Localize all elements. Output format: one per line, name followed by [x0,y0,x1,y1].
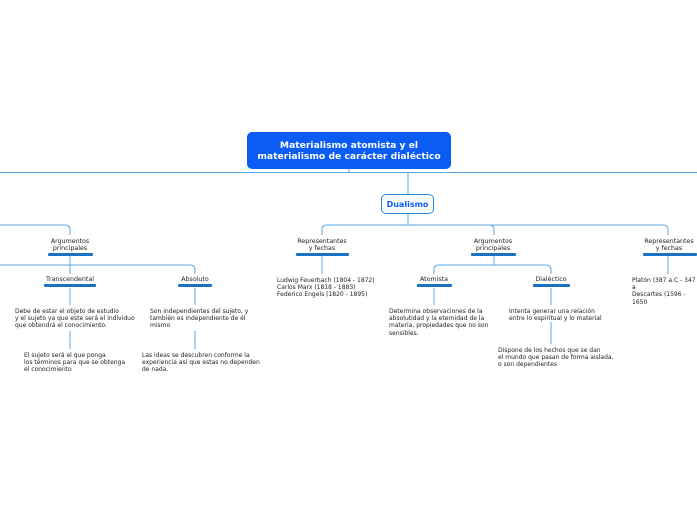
dialectico-text-2: Dispone de los hechos que se dan el mund… [498,347,614,369]
trascendental-text-2: El sujeto será el que ponga los términos… [24,352,126,374]
trascendental-underline [44,284,96,287]
left-children-connector [0,264,196,274]
absoluto-text-2: Las ideas se descubren conforme la exper… [142,352,260,374]
absoluto-topic[interactable]: Absoluto [181,276,209,283]
atomista-text: Determina observaciones de la absolutida… [389,308,489,337]
mid-argumentos-topic[interactable]: Argumentos principales [473,238,513,253]
atomista-underline [417,284,452,287]
mid-children-connector [433,264,552,274]
dialectico-topic[interactable]: Dialéctico [535,276,567,283]
dualismo-children-connector [321,224,495,235]
mid-representantes-text: Ludwig Feuerbach (1804 - 1872) Carlos Ma… [277,277,375,299]
mid-argumentos-underline [471,253,516,256]
absoluto-text-1: Son independientes del sujeto, y también… [150,308,249,330]
trascendental-topic[interactable]: Transcendental [46,276,94,283]
dualismo-topic[interactable]: Dualismo [381,194,434,214]
root-topic[interactable]: Materialismo atomista y el materialismo … [247,132,451,169]
mid-representantes-topic[interactable]: Representantes y fechas [297,238,347,253]
mid-representantes-underline [296,253,349,256]
dialectico-text-1: Intenta generar una relación entre lo es… [509,308,602,323]
absoluto-underline [178,284,212,287]
right-representantes-text: Platón (387 a.C - 347 a Descartes (1596 … [632,277,696,306]
dialectico-underline [533,284,570,287]
trascendental-text-1: Debe de estar el objeto de estudio y el … [15,308,135,330]
right-representantes-underline [643,253,697,256]
right-representantes-topic[interactable]: Representantes y fechas [644,238,694,253]
atomista-topic[interactable]: Atomista [419,276,448,283]
right-rep-connector [408,224,669,235]
dualismo-label: Dualismo [386,199,429,209]
root-title: Materialismo atomista y el materialismo … [257,139,441,162]
left-argumentos-connector [0,224,71,235]
left-argumentos-topic[interactable]: Argumentos principales [50,238,90,253]
left-argumentos-underline [48,253,93,256]
